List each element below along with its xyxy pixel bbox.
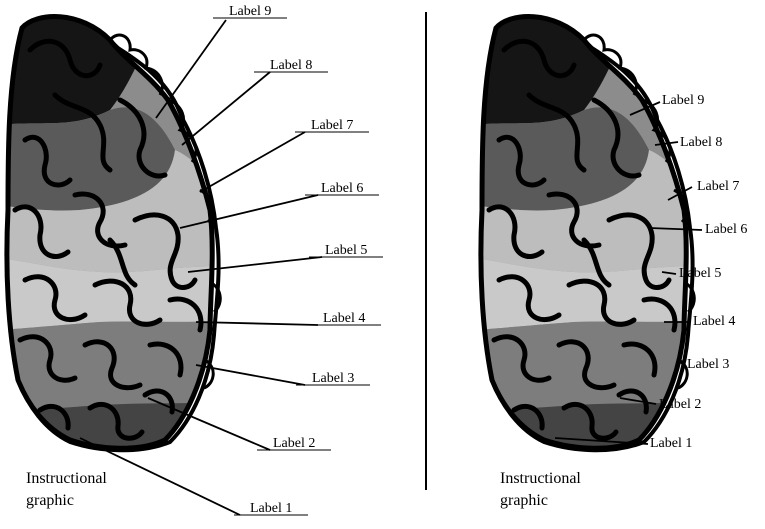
right-leader-lines [554,101,703,445]
right-label-7: Label 7 [697,179,739,194]
left-brain-illustration [0,0,240,460]
left-labels: Label 9 Label 8 Label 7 Label 6 Label 5 … [213,4,383,516]
left-caption-line2: graphic [26,492,74,509]
left-label-7: Label 7 [311,118,353,133]
right-label-3: Label 3 [687,357,729,372]
left-leader-lines [79,19,323,516]
left-label-5: Label 5 [325,243,367,258]
left-label-4: Label 4 [323,311,365,326]
right-label-2: Label 2 [659,397,701,412]
left-label-6: Label 6 [321,181,363,196]
right-label-4: Label 4 [693,314,735,329]
right-label-6: Label 6 [705,222,747,237]
left-label-9: Label 9 [229,4,271,19]
left-caption-line1: Instructional [26,470,107,487]
right-caption-line2: graphic [500,492,548,509]
right-label-8: Label 8 [680,135,722,150]
left-label-1: Label 1 [250,501,292,516]
right-caption-line1: Instructional [500,470,581,487]
right-label-9: Label 9 [662,93,704,108]
left-label-3: Label 3 [312,371,354,386]
right-brain-illustration [474,0,714,460]
right-labels: Label 9 Label 8 Label 7 Label 6 Label 5 … [650,93,747,451]
right-label-5: Label 5 [679,266,721,281]
left-label-2: Label 2 [273,436,315,451]
left-label-8: Label 8 [270,58,312,73]
right-label-1: Label 1 [650,436,692,451]
